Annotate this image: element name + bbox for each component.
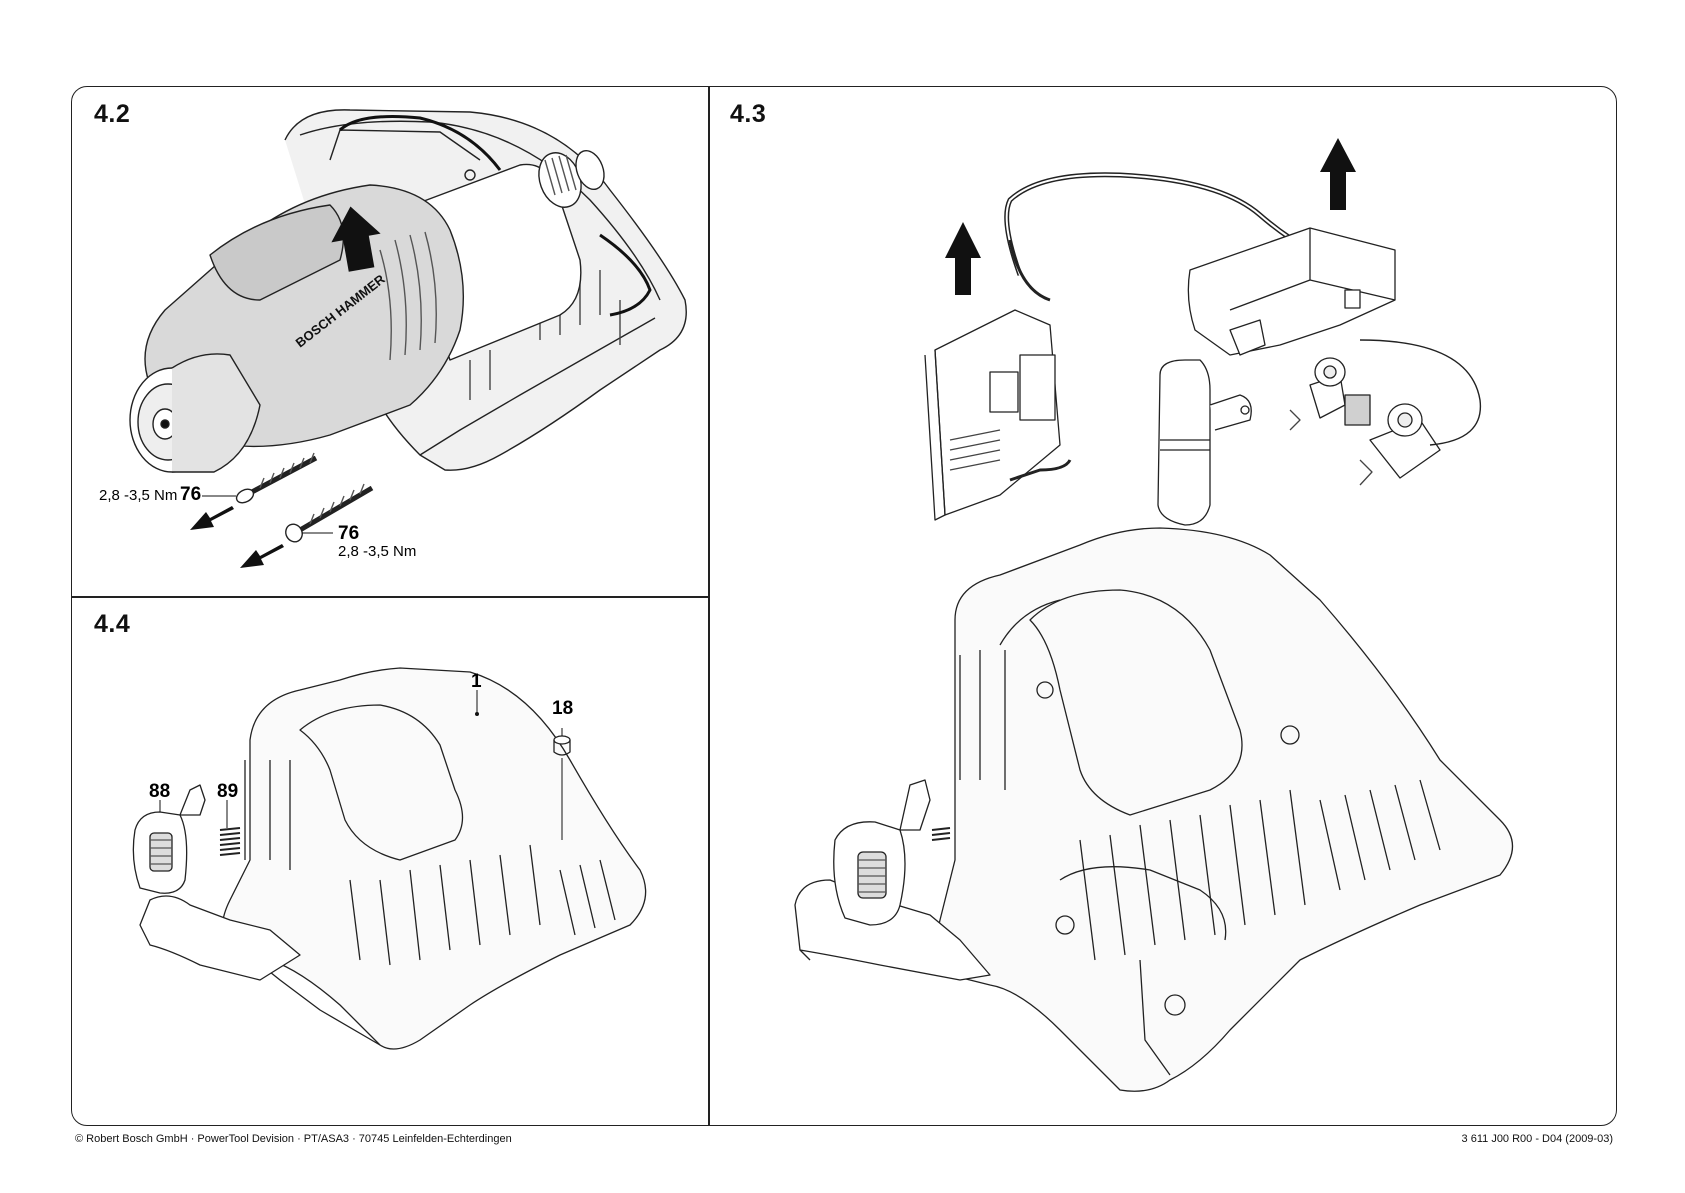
trigger-mounted: [834, 780, 950, 925]
footer-right-text: 3 611 J00 R00 - D04 (2009-03): [1462, 1133, 1613, 1145]
panel-4-4-illustration: [133, 668, 645, 1049]
torque-spec-bottom: 2,8 -3,5 Nm: [338, 543, 416, 560]
suppressor-right: [1360, 404, 1440, 485]
suppressor-left: [1290, 358, 1370, 430]
callout-1: 1: [471, 671, 482, 692]
pull-arrow-bottom: [240, 544, 284, 568]
torque-spec-top: 2,8 -3,5 Nm: [99, 487, 177, 504]
lift-arrow-right: [1320, 138, 1356, 210]
callout-76-top: 76: [180, 484, 201, 505]
callout-89: 89: [217, 781, 238, 802]
screw-top: [234, 453, 316, 506]
switch-block: [1188, 228, 1395, 355]
panel-4-3-illustration: [795, 138, 1513, 1091]
pull-arrow-top: [190, 506, 234, 530]
panel-4-2-illustration: BOSCH HAMMER: [130, 110, 686, 568]
footer-left-text: © Robert Bosch GmbH · PowerTool Devision…: [75, 1133, 512, 1145]
housing-half-4-3: [937, 528, 1513, 1091]
part-89-spring: [220, 828, 240, 855]
housing-half-4-4: [223, 668, 646, 1049]
callout-18: 18: [552, 698, 573, 719]
callout-76-bottom: 76: [338, 523, 359, 544]
contact-cap: [1158, 360, 1210, 525]
lift-arrow-left: [945, 222, 981, 295]
callout-88: 88: [149, 781, 170, 802]
